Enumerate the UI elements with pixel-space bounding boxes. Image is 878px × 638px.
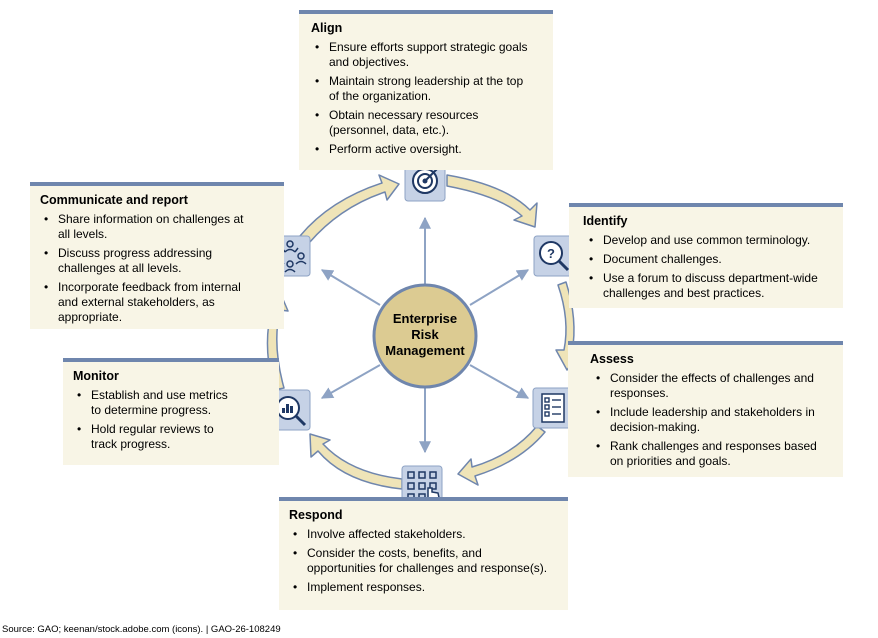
arrow-communicate-to-align xyxy=(299,174,400,244)
step-bullet-line: track progress. xyxy=(91,437,171,451)
checklist-icon xyxy=(532,387,574,429)
step-bullet-line: Maintain strong leadership at the top xyxy=(329,74,524,88)
step-bullet-line: challenges and best practices. xyxy=(603,286,765,300)
step-bullet-line: and external stakeholders, as xyxy=(58,295,215,309)
step-bullet: Consider the costs, benefits, andopportu… xyxy=(293,546,558,576)
step-bullet-line: Implement responses. xyxy=(307,580,426,594)
step-bullet-line: responses. xyxy=(610,386,669,400)
spoke-monitor xyxy=(320,364,381,399)
step-box-communicate: Communicate and report Share information… xyxy=(30,182,284,329)
spokes xyxy=(320,216,530,454)
step-bullet: Include leadership and stakeholders inde… xyxy=(596,405,833,435)
arrow-respond-to-monitor xyxy=(309,433,403,490)
step-title: Communicate and report xyxy=(40,193,188,207)
step-title: Align xyxy=(311,21,343,35)
step-title: Monitor xyxy=(73,369,119,383)
step-bullet: Implement responses. xyxy=(293,580,558,595)
step-bullet-line: Include leadership and stakeholders in xyxy=(610,405,815,419)
step-bullet-line: (personnel, data, etc.). xyxy=(329,123,450,137)
center-label-line3: Management xyxy=(385,343,465,358)
step-bullet-line: Involve affected stakeholders. xyxy=(307,527,466,541)
spoke-assess xyxy=(469,364,530,399)
step-bullet-line: of the organization. xyxy=(329,89,432,103)
step-title: Assess xyxy=(590,352,634,366)
step-bullet-line: decision-making. xyxy=(610,420,701,434)
step-bullet-line: appropriate. xyxy=(58,310,123,324)
step-bullet-line: Establish and use metrics xyxy=(91,388,228,402)
step-bullet-line: Consider the effects of challenges and xyxy=(610,371,814,385)
center-label-line2: Risk xyxy=(411,327,439,342)
step-box-align: Align Ensure efforts support strategic g… xyxy=(299,10,553,170)
step-bullet-line: Consider the costs, benefits, and xyxy=(307,546,482,560)
step-bullet-line: challenges at all levels. xyxy=(58,261,182,275)
step-bullet: Perform active oversight. xyxy=(315,142,543,157)
svg-text:?: ? xyxy=(547,246,555,261)
step-bullet-line: Ensure efforts support strategic goals xyxy=(329,40,528,54)
step-bullet-line: Rank challenges and responses based xyxy=(610,439,817,453)
step-bullet: Ensure efforts support strategic goalsan… xyxy=(315,40,543,70)
step-bullets: Consider the effects of challenges andre… xyxy=(590,371,833,469)
step-bullet-line: Hold regular reviews to xyxy=(91,422,214,436)
center-label: Enterprise Risk Management xyxy=(385,311,465,358)
step-bullet: Develop and use common terminology. xyxy=(589,233,833,248)
arrow-align-to-identify xyxy=(446,174,538,228)
spoke-identify xyxy=(469,269,530,306)
center-circle xyxy=(372,283,478,389)
step-bullet-line: Incorporate feedback from internal xyxy=(58,280,241,294)
step-bullet-line: and objectives. xyxy=(329,55,410,69)
step-bullet: Involve affected stakeholders. xyxy=(293,527,558,542)
question-magnifier-icon: ? xyxy=(533,235,575,277)
step-bullets: Involve affected stakeholders. Consider t… xyxy=(289,527,558,595)
chart-magnifier-icon xyxy=(269,389,311,431)
step-bullet-line: opportunities for challenges and respons… xyxy=(307,561,548,575)
step-bullet-line: all levels. xyxy=(58,227,108,241)
step-bullet-line: Develop and use common terminology. xyxy=(603,233,811,247)
step-bullets: Ensure efforts support strategic goalsan… xyxy=(311,40,543,157)
step-bullet-line: on priorities and goals. xyxy=(610,454,731,468)
target-icon xyxy=(404,160,446,202)
step-title: Identify xyxy=(583,214,628,228)
arrow-identify-to-assess xyxy=(555,281,582,371)
spoke-communicate xyxy=(320,269,381,306)
step-bullet: Use a forum to discuss department-widech… xyxy=(589,271,833,301)
step-bullet-line: Use a forum to discuss department-wide xyxy=(603,271,818,285)
source-note: Source: GAO; keenan/stock.adobe.com (ico… xyxy=(2,624,281,635)
step-box-respond: Respond Involve affected stakeholders. Co… xyxy=(279,497,568,610)
step-bullet-line: Perform active oversight. xyxy=(329,142,462,156)
step-title: Respond xyxy=(289,508,343,522)
step-bullet-line: Obtain necessary resources xyxy=(329,108,479,122)
step-bullet-line: to determine progress. xyxy=(91,403,212,417)
step-bullet: Consider the effects of challenges andre… xyxy=(596,371,833,401)
center-label-line1: Enterprise xyxy=(393,311,457,326)
step-box-identify: Identify Develop and use common terminol… xyxy=(569,203,843,308)
step-box-assess: Assess Consider the effects of challenge… xyxy=(568,341,843,477)
step-bullet-line: Document challenges. xyxy=(603,252,722,266)
step-bullet-line: Discuss progress addressing xyxy=(58,246,213,260)
step-bullets: Develop and use common terminology. Docum… xyxy=(583,233,833,301)
step-bullet-line: Share information on challenges at xyxy=(58,212,244,226)
step-bullet: Maintain strong leadership at the topof … xyxy=(315,74,543,104)
arrow-assess-to-respond xyxy=(457,425,546,486)
step-bullet: Document challenges. xyxy=(589,252,833,267)
step-bullet: Obtain necessary resources(personnel, da… xyxy=(315,108,543,138)
